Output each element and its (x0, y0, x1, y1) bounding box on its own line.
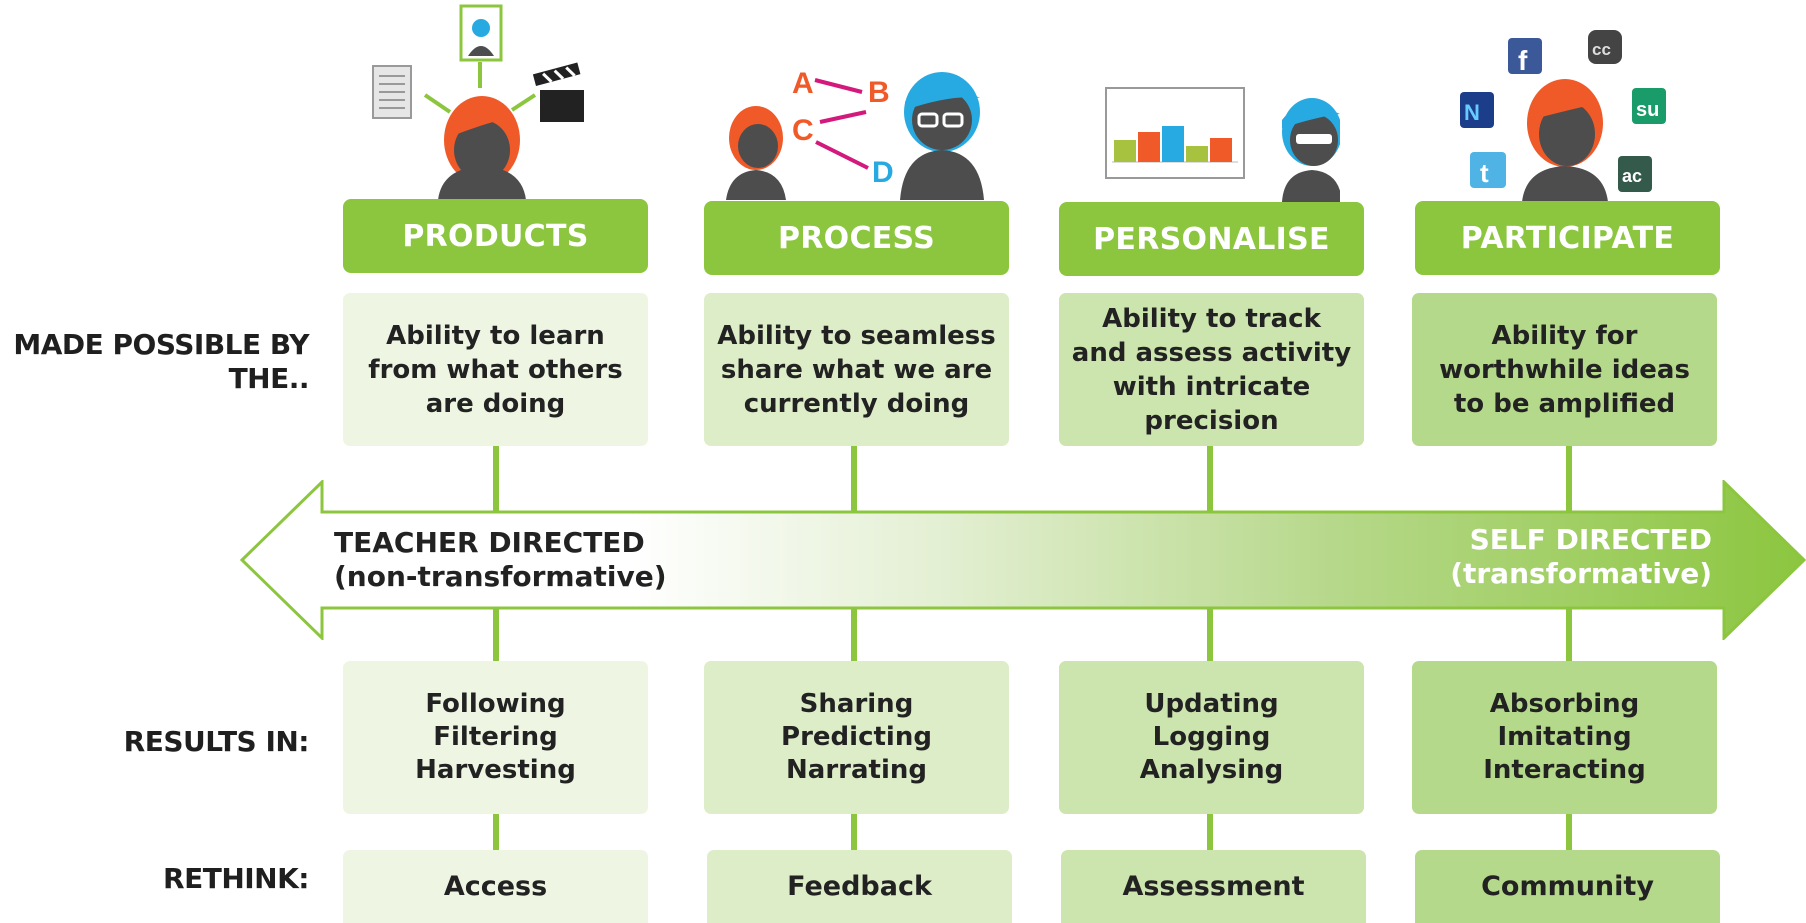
description-personalise: Ability to track and assess activity wit… (1059, 293, 1364, 446)
result-item: Predicting (781, 722, 932, 752)
letter-d: D (872, 156, 894, 189)
result-item: Logging (1152, 722, 1271, 752)
result-item: Filtering (433, 722, 558, 752)
arrow-left-title: TEACHER DIRECTED (334, 526, 645, 559)
clapperboard-icon (532, 62, 584, 122)
portrait-icon (459, 4, 503, 62)
arrow-left-subtitle: (non-transformative) (334, 560, 667, 593)
participate-illustration: f cc N su t ac (1460, 30, 1666, 202)
social-bookmark-icon: ac (1618, 156, 1652, 192)
result-item: Imitating (1497, 722, 1632, 752)
connector-participate (1566, 446, 1572, 850)
result-item: Analysing (1139, 755, 1284, 785)
result-item: Updating (1144, 689, 1279, 719)
svg-text:t: t (1480, 158, 1489, 188)
personalise-illustration (1105, 87, 1340, 202)
person-icon (438, 96, 526, 200)
creative-commons-icon: cc (1588, 30, 1622, 64)
svg-text:f: f (1518, 45, 1528, 76)
facebook-icon: f (1508, 38, 1542, 76)
result-item: Following (425, 689, 566, 719)
results-participate: Absorbing Imitating Interacting (1412, 661, 1717, 814)
header-products: PRODUCTS (343, 199, 648, 273)
rethink-feedback: Feedback (707, 850, 1012, 923)
presenter-icon (1522, 79, 1608, 202)
result-item: Narrating (786, 755, 927, 785)
stumbleupon-icon: su (1632, 88, 1666, 124)
document-icon (372, 65, 412, 119)
twitter-icon: t (1470, 152, 1506, 188)
description-participate: Ability for worthwhile ideas to be ampli… (1412, 293, 1717, 446)
learner-icon (726, 106, 786, 200)
svg-text:ac: ac (1622, 166, 1642, 186)
letter-c: C (792, 114, 814, 147)
connector-personalise (1207, 446, 1213, 850)
header-process: PROCESS (704, 201, 1009, 275)
svg-text:N: N (1464, 100, 1480, 125)
letter-b: B (868, 76, 890, 109)
header-personalise: PERSONALISE (1059, 202, 1364, 276)
letter-a: A (792, 67, 814, 100)
label-rethink: RETHINK: (163, 862, 309, 895)
description-products: Ability to learn from what others are do… (343, 293, 648, 446)
svg-text:cc: cc (1592, 40, 1611, 59)
student-icon (1282, 98, 1340, 202)
label-results-in: RESULTS IN: (123, 725, 310, 758)
rethink-community: Community (1415, 850, 1720, 923)
description-process: Ability to seamless share what we are cu… (704, 293, 1009, 446)
process-illustration: A B C D (726, 67, 984, 200)
label-made-possible: MADE POSSIBLE BY THE.. (13, 328, 309, 395)
results-process: Sharing Predicting Narrating (704, 661, 1009, 814)
result-item: Interacting (1483, 755, 1646, 785)
connector-products (493, 446, 499, 850)
results-products: Following Filtering Harvesting (343, 661, 648, 814)
delicious-icon: N (1460, 92, 1494, 128)
rethink-access: Access (343, 850, 648, 923)
arrow-right-title: SELF DIRECTED (1469, 523, 1712, 556)
result-item: Absorbing (1489, 689, 1640, 719)
connector-process (851, 446, 857, 850)
directedness-arrow (240, 480, 1806, 640)
results-personalise: Updating Logging Analysing (1059, 661, 1364, 814)
products-illustration (372, 4, 584, 200)
rethink-assessment: Assessment (1061, 850, 1366, 923)
svg-text:su: su (1636, 99, 1659, 121)
arrow-right-subtitle: (transformative) (1450, 557, 1712, 590)
result-item: Sharing (799, 689, 914, 719)
result-item: Harvesting (415, 755, 576, 785)
header-participate: PARTICIPATE (1415, 201, 1720, 275)
bar-chart-icon (1105, 87, 1245, 179)
teacher-icon (900, 72, 984, 200)
